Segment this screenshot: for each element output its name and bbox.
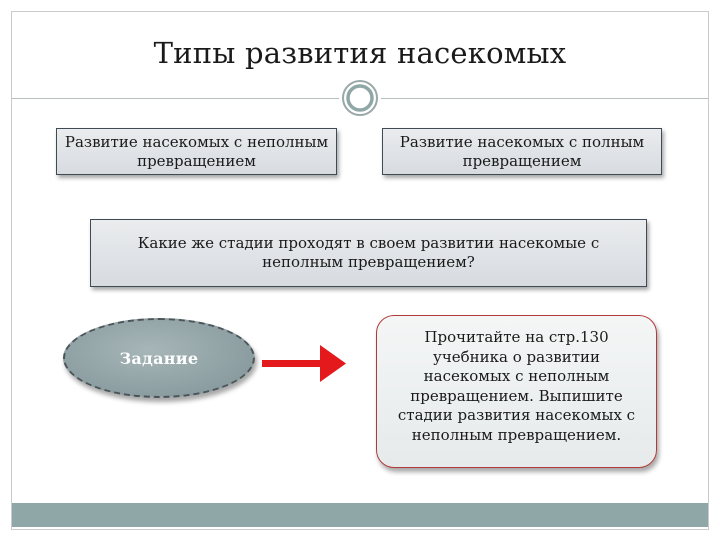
title-divider-left [12,98,339,99]
instruction-text: Прочитайте на стр.130 учебника о развити… [397,328,636,444]
complete-metamorphosis-box: Развитие насекомых с полным превращением [382,128,662,175]
incomplete-metamorphosis-label: Развитие насекомых с неполным превращени… [64,132,329,170]
title-divider-right [381,98,708,99]
slide-title: Типы развития насекомых [153,36,567,70]
arrow-right-icon [262,345,346,382]
task-ellipse: Задание [63,318,255,398]
footer-bar [12,503,708,527]
slide-frame [11,11,709,530]
task-label: Задание [119,348,199,368]
incomplete-metamorphosis-box: Развитие насекомых с неполным превращени… [56,128,337,175]
question-box: Какие же стадии проходят в своем развити… [90,219,647,287]
question-text: Какие же стадии проходят в своем развити… [137,234,600,271]
instruction-box: Прочитайте на стр.130 учебника о развити… [376,315,657,468]
complete-metamorphosis-label: Развитие насекомых с полным превращением [399,132,645,170]
circle-ornament-icon [342,80,378,116]
